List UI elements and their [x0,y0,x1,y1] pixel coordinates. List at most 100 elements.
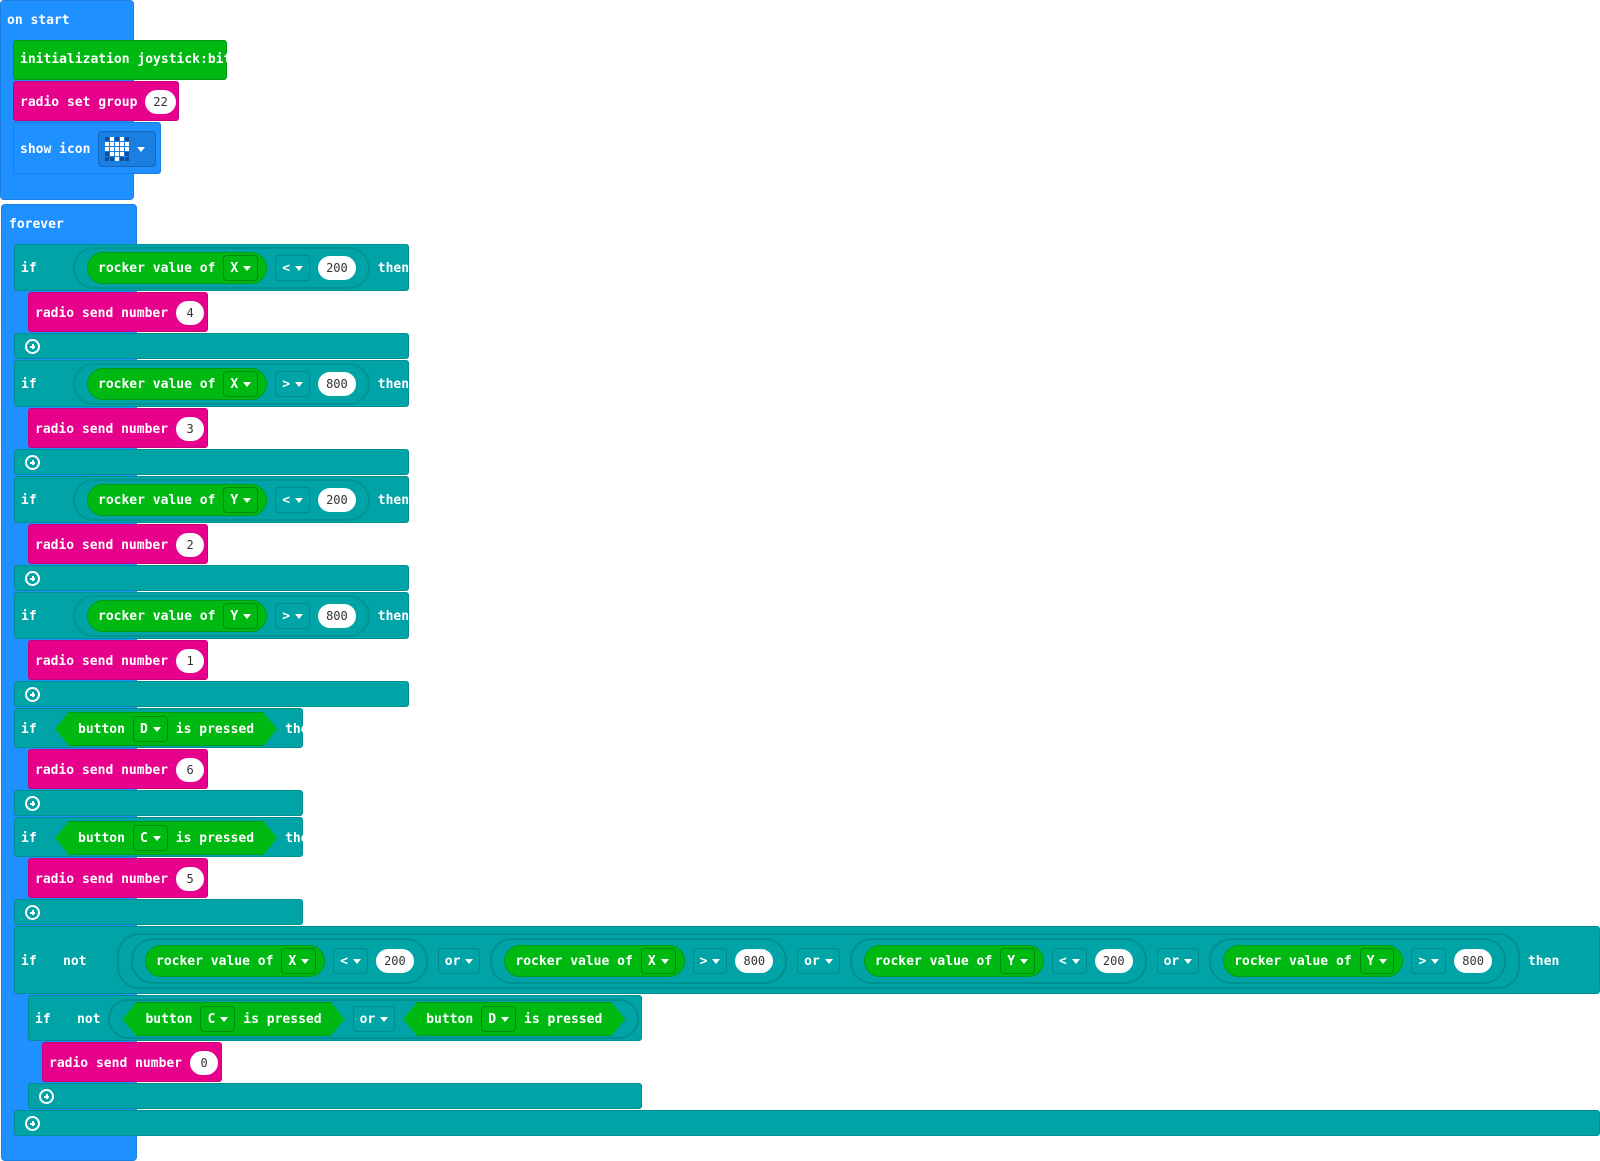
send-value-input[interactable]: 4 [176,301,205,325]
axis-dropdown[interactable]: X [281,948,317,974]
button-dropdown[interactable]: D [481,1006,516,1032]
operator-dropdown[interactable]: < [333,948,369,974]
add-else-plus-icon[interactable] [25,1116,40,1131]
if-block-4[interactable]: if rocker value of Y > 800 then [14,592,409,639]
nested-if-block[interactable]: if not button C is pressed or button D i… [28,995,679,1041]
compare-value-input[interactable]: 200 [1094,949,1133,973]
if-block-7-footer [14,1110,1600,1136]
rocker-value-block[interactable]: rocker value of Y [1223,945,1404,977]
chevron-down-icon [295,497,304,503]
button-dropdown[interactable]: C [200,1006,235,1032]
if-block-2[interactable]: if rocker value of X > 800 then [14,360,409,407]
show-icon-block[interactable]: show icon [13,122,161,174]
operator-dropdown[interactable]: < [1052,948,1087,974]
axis-dropdown[interactable]: X [640,948,676,974]
if-block-1-footer [14,333,409,359]
axis-dropdown[interactable]: X [223,255,259,281]
rocker-value-block[interactable]: rocker value of X [87,252,268,284]
add-else-plus-icon[interactable] [25,455,40,470]
if-block-5-footer [14,790,303,816]
send-value-input[interactable]: 1 [176,649,205,673]
if-keyword: if [21,376,37,392]
chevron-down-icon [295,613,304,619]
add-else-plus-icon[interactable] [25,687,40,702]
compare-value-input[interactable]: 800 [318,604,356,628]
compare-value-input[interactable]: 800 [735,949,774,973]
radio-send-block[interactable]: radio send number 4 [28,292,208,332]
operator-dropdown[interactable]: > [1411,948,1447,974]
add-else-plus-icon[interactable] [25,571,40,586]
send-value-input[interactable]: 3 [176,417,205,441]
add-else-plus-icon[interactable] [25,905,40,920]
button-pressed-block[interactable]: button C is pressed [122,1002,344,1036]
rocker-value-label: rocker value of [98,608,216,624]
or-dropdown[interactable]: or [352,1006,396,1032]
compare-value-input[interactable]: 200 [318,256,356,280]
button-pressed-block[interactable]: button D is pressed [403,1002,625,1036]
add-else-plus-icon[interactable] [25,339,40,354]
add-else-plus-icon[interactable] [39,1089,54,1104]
if-block-6[interactable]: if button C is pressed then [14,817,316,857]
if-block-3[interactable]: if rocker value of Y < 200 then [14,476,409,523]
chevron-down-icon [1184,958,1193,964]
rocker-value-block[interactable]: rocker value of Y [87,600,268,632]
operator-dropdown[interactable]: > [692,948,728,974]
rocker-value-label: rocker value of [515,953,633,969]
then-keyword: then [377,492,410,508]
button-pressed-block[interactable]: button D is pressed [55,712,277,746]
if-block-5[interactable]: if button D is pressed then [14,708,316,748]
send-value-input[interactable]: 5 [176,867,205,891]
send-value-input[interactable]: 2 [176,533,205,557]
if-block-1[interactable]: if rocker value of X < 200 then [14,244,409,291]
send-value-input[interactable]: 0 [190,1051,219,1075]
axis-dropdown[interactable]: Y [223,603,259,629]
init-joystick-block[interactable]: initialization joystick:bit [13,40,231,80]
radio-set-group-block[interactable]: radio set group 22 [13,81,179,121]
operator-dropdown[interactable]: < [275,255,311,281]
icon-picker[interactable] [98,131,157,167]
compare-value-input[interactable]: 800 [318,372,356,396]
or-dropdown[interactable]: or [437,948,481,974]
rocker-value-block[interactable]: rocker value of X [145,945,326,977]
button-dropdown[interactable]: D [133,716,168,742]
or-dropdown[interactable]: or [797,948,840,974]
then-keyword: then [285,830,317,846]
compare-value-input[interactable]: 800 [1454,949,1492,973]
axis-dropdown[interactable]: Y [1359,948,1395,974]
rocker-value-block[interactable]: rocker value of X [87,368,268,400]
compare-value-input[interactable]: 200 [376,949,414,973]
button-pressed-block[interactable]: button C is pressed [55,821,277,855]
chevron-down-icon [465,958,474,964]
or-dropdown[interactable]: or [1156,948,1200,974]
chevron-down-icon [1379,958,1388,964]
compare-value-input[interactable]: 200 [318,488,356,512]
send-value-input[interactable]: 6 [176,758,205,782]
if-block-3-footer [14,565,409,591]
radio-group-input[interactable]: 22 [145,90,176,114]
on-start-title: on start [7,13,70,28]
rocker-value-block[interactable]: rocker value of Y [87,484,268,516]
operator-dropdown[interactable]: < [275,487,311,513]
add-else-plus-icon[interactable] [25,796,40,811]
button-dropdown[interactable]: C [133,825,168,851]
then-keyword: then [1527,953,1560,969]
rocker-value-block[interactable]: rocker value of X [504,945,685,977]
rocker-value-block[interactable]: rocker value of Y [863,945,1045,977]
operator-dropdown[interactable]: > [275,603,311,629]
axis-dropdown[interactable]: Y [1000,948,1036,974]
operator-dropdown[interactable]: > [275,371,311,397]
if-keyword: if [21,830,37,846]
radio-send-label: radio send number [35,305,169,321]
chevron-down-icon [137,146,146,152]
if-block-7[interactable]: if not rocker value of X < 200 or rocker… [14,926,1600,994]
axis-dropdown[interactable]: Y [223,487,259,513]
if-keyword: if [21,721,37,737]
axis-dropdown[interactable]: X [223,371,259,397]
or-expression[interactable]: rocker value of X < 200 or rocker value … [117,933,1520,989]
